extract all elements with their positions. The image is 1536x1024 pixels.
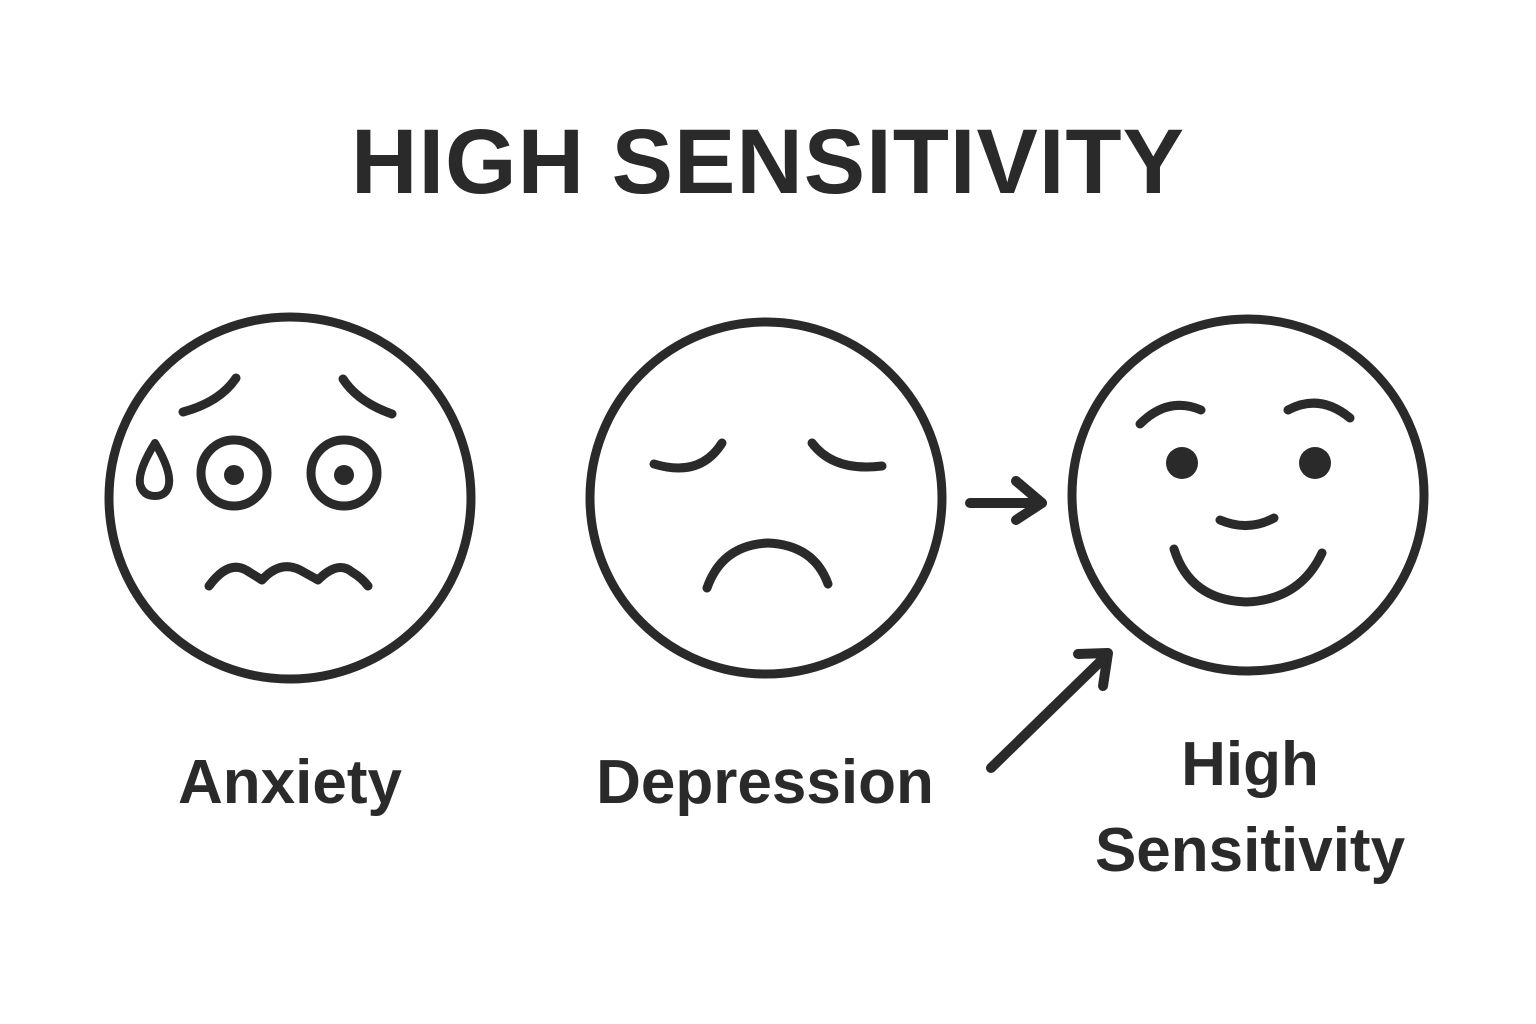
high-sensitivity-label: High Sensitivity: [1060, 722, 1440, 894]
high-sensitivity-label-line1: High: [1181, 730, 1319, 799]
anxiety-label: Anxiety: [178, 748, 402, 817]
page-title: HIGH SENSITIVITY: [351, 111, 1185, 213]
arrow-up-right-icon: [986, 648, 1113, 773]
sad-face-icon: [585, 317, 947, 679]
anxious-face-icon: [104, 312, 476, 684]
arrow-right-icon: [965, 476, 1047, 525]
depression-label: Depression: [596, 748, 934, 817]
high-sensitivity-label-line2: Sensitivity: [1094, 816, 1406, 885]
happy-face-icon: [1067, 314, 1429, 676]
